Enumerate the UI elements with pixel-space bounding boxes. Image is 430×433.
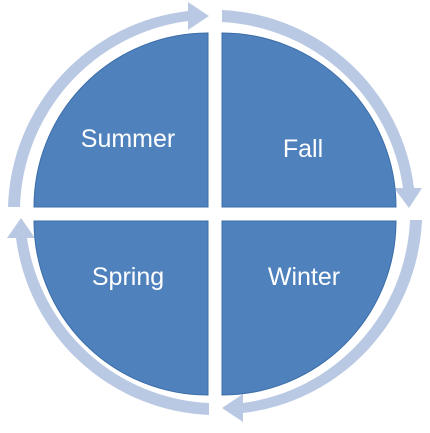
- spring-quadrant: [33, 220, 209, 396]
- spring-arrow: [7, 218, 209, 415]
- summer-quadrant: [33, 32, 209, 208]
- winter-quadrant: [221, 220, 397, 396]
- winter-label: Winter: [268, 263, 340, 291]
- cycle-quadrants: [33, 32, 397, 396]
- summer-arrow: [8, 2, 209, 207]
- spring-label: Spring: [92, 263, 164, 291]
- cycle-labels: Summer Fall Winter Spring: [81, 125, 340, 291]
- fall-quadrant: [221, 32, 397, 208]
- summer-label: Summer: [81, 125, 175, 153]
- fall-arrow: [222, 10, 422, 208]
- winter-arrow: [222, 220, 422, 422]
- fall-label: Fall: [283, 135, 323, 163]
- cycle-arrows: [7, 2, 422, 422]
